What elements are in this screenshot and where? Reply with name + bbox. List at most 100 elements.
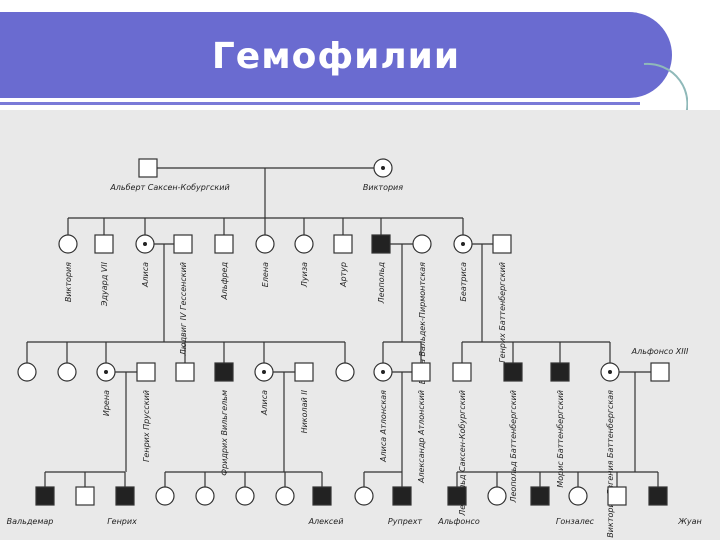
person-name: Алексей xyxy=(308,517,344,526)
person-male-normal xyxy=(607,486,627,506)
person-female-normal xyxy=(354,486,374,506)
person-male-normal xyxy=(650,362,670,382)
person-male-affected xyxy=(392,486,412,506)
person-male-normal xyxy=(294,362,314,382)
person-female-carrier xyxy=(373,158,393,178)
person-male-affected xyxy=(35,486,55,506)
carrier-dot xyxy=(143,242,147,246)
female-circle xyxy=(57,362,77,382)
person-female-carrier xyxy=(135,234,155,254)
male-square xyxy=(94,234,114,254)
person-female-normal xyxy=(255,234,275,254)
person-female-normal xyxy=(275,486,295,506)
slide-title: Гемофилии xyxy=(211,36,461,77)
female-circle xyxy=(275,486,295,506)
person-male-affected xyxy=(447,486,467,506)
person-female-normal xyxy=(155,486,175,506)
male-square xyxy=(214,234,234,254)
male-square xyxy=(452,362,472,382)
carrier-dot xyxy=(608,370,612,374)
person-female-normal xyxy=(17,362,37,382)
female-circle xyxy=(235,486,255,506)
person-male-normal xyxy=(136,362,156,382)
person-male-normal xyxy=(138,158,158,178)
female-circle xyxy=(568,486,588,506)
person-name: Ирена xyxy=(102,390,111,416)
person-male-affected xyxy=(530,486,550,506)
person-female-normal xyxy=(235,486,255,506)
male-square xyxy=(492,234,512,254)
person-female-carrier xyxy=(453,234,473,254)
person-female-normal xyxy=(58,234,78,254)
person-male-normal xyxy=(411,362,431,382)
male-square xyxy=(447,486,467,506)
male-square xyxy=(138,158,158,178)
male-square xyxy=(607,486,627,506)
female-circle xyxy=(294,234,314,254)
person-name: Альберт Саксен-Кобургский xyxy=(109,183,229,192)
person-name: Артур xyxy=(339,262,348,288)
person-name: Алиса xyxy=(260,390,269,416)
person-name: Алиса xyxy=(141,262,150,288)
person-name: Эдуард VII xyxy=(100,261,109,307)
person-male-affected xyxy=(371,234,391,254)
person-female-normal xyxy=(195,486,215,506)
male-square xyxy=(173,234,193,254)
female-circle xyxy=(354,486,374,506)
person-male-affected xyxy=(312,486,332,506)
female-circle xyxy=(255,234,275,254)
person-name: Фридрих Вильгельм xyxy=(220,390,229,476)
female-circle xyxy=(195,486,215,506)
carrier-dot xyxy=(104,370,108,374)
female-circle xyxy=(58,234,78,254)
person-name: Вальдемар xyxy=(7,517,54,526)
male-square xyxy=(650,362,670,382)
male-square xyxy=(333,234,353,254)
person-name: Рупрехт xyxy=(388,517,423,526)
female-circle xyxy=(155,486,175,506)
person-male-affected xyxy=(648,486,668,506)
person-male-normal xyxy=(75,486,95,506)
person-name: Леопольд xyxy=(377,262,386,305)
male-square xyxy=(392,486,412,506)
person-female-normal xyxy=(335,362,355,382)
carrier-dot xyxy=(461,242,465,246)
person-name: Елена Вальдек-Пирмонтская xyxy=(418,262,427,384)
person-female-normal xyxy=(487,486,507,506)
person-name: Леопольд Баттенбергский xyxy=(509,390,518,504)
title-banner xyxy=(0,12,672,98)
person-female-carrier xyxy=(254,362,274,382)
male-square xyxy=(35,486,55,506)
person-female-carrier xyxy=(373,362,393,382)
carrier-dot xyxy=(381,370,385,374)
person-name: Беатриса xyxy=(459,262,468,302)
male-square xyxy=(371,234,391,254)
person-female-normal xyxy=(412,234,432,254)
male-square xyxy=(214,362,234,382)
person-name: Виктория-Евгения Баттенбергская xyxy=(606,390,615,538)
person-female-carrier xyxy=(600,362,620,382)
person-name: Генрих Баттенбергский xyxy=(498,262,507,363)
male-square xyxy=(550,362,570,382)
person-male-normal xyxy=(214,234,234,254)
male-square xyxy=(175,362,195,382)
person-name: Гонзалес xyxy=(556,517,595,526)
person-male-normal xyxy=(94,234,114,254)
person-name: Альфонсо XIII xyxy=(631,347,689,356)
male-square xyxy=(312,486,332,506)
male-square xyxy=(411,362,431,382)
female-circle xyxy=(487,486,507,506)
title-underline xyxy=(0,102,640,105)
person-male-affected xyxy=(550,362,570,382)
person-male-normal xyxy=(492,234,512,254)
person-male-normal xyxy=(175,362,195,382)
male-square xyxy=(136,362,156,382)
person-name: Виктория xyxy=(64,262,73,302)
person-name: Генрих xyxy=(107,517,137,526)
person-name: Людвиг IV Гессенский xyxy=(179,262,188,356)
person-name: Николай II xyxy=(300,389,309,433)
female-circle xyxy=(412,234,432,254)
